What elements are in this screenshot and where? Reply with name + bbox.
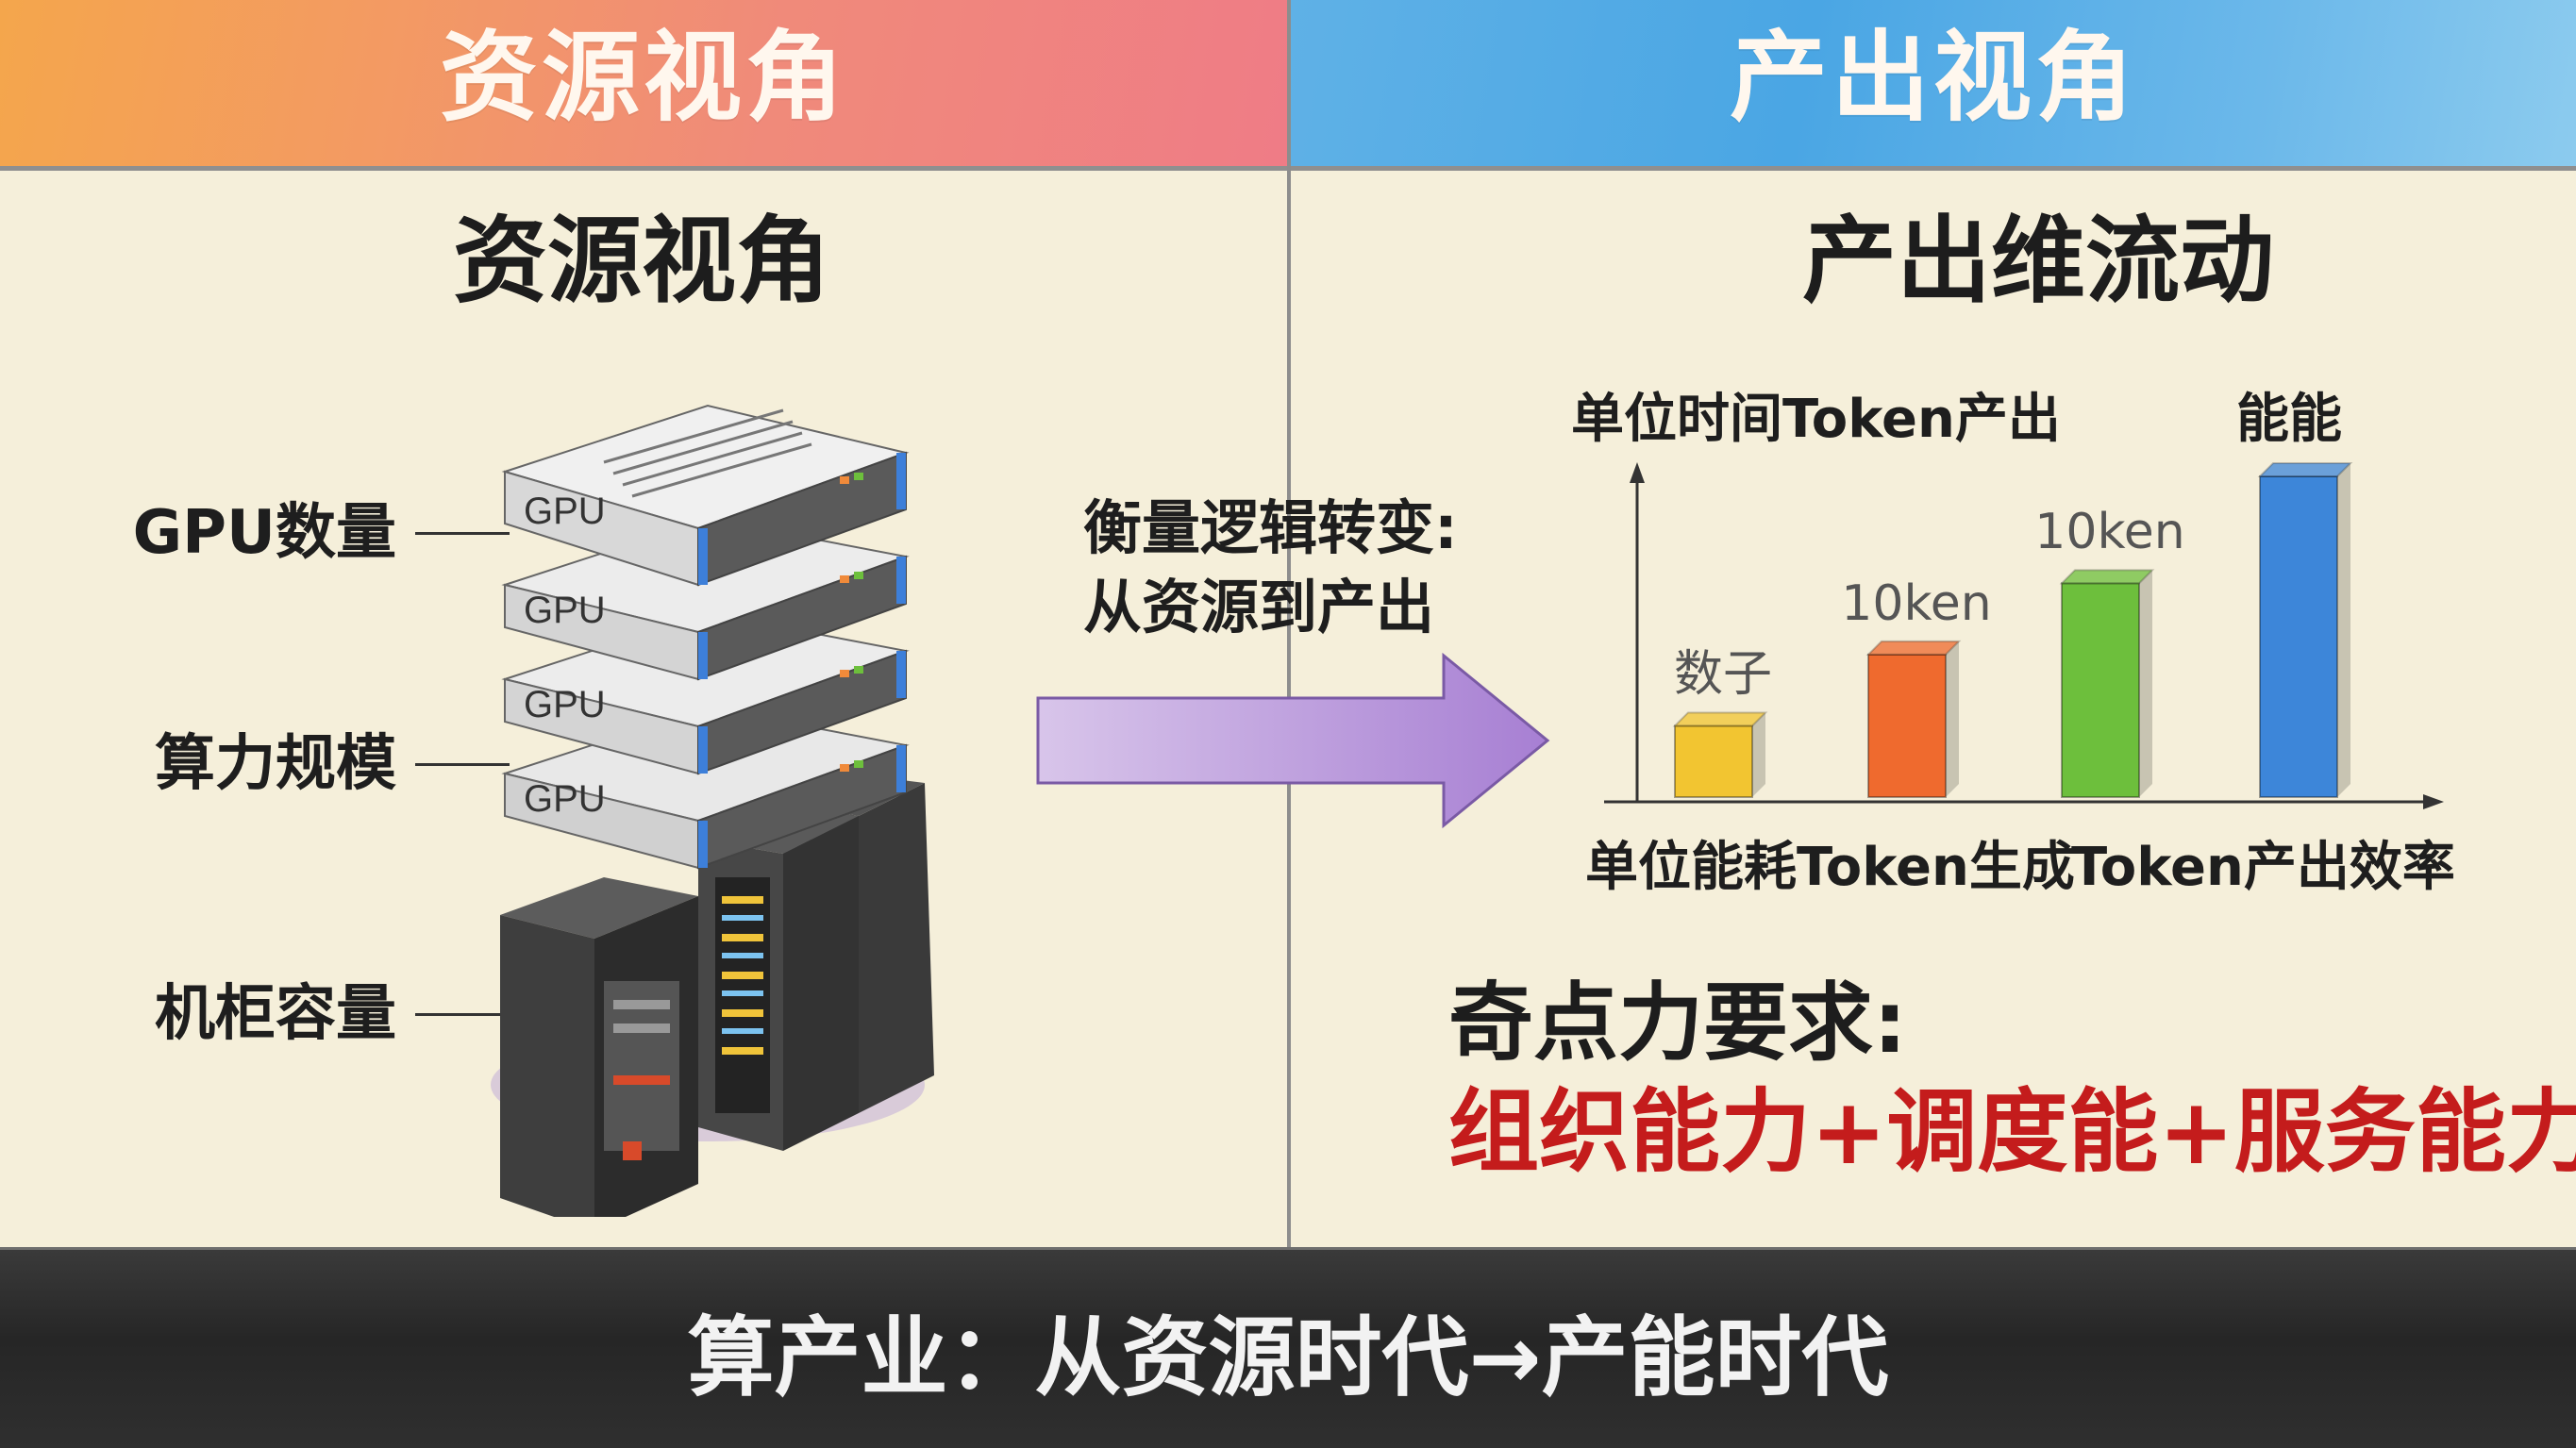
- bar-3: [2062, 570, 2152, 797]
- bar-4: [2260, 463, 2350, 797]
- server-stack-illustration: GPU GPU GPU GPU: [472, 330, 1000, 1217]
- right-header-title: 产出视角: [1291, 21, 2576, 134]
- gpu-unit-2-label: GPU: [524, 590, 606, 631]
- x-axis-label-left: 单位能耗Token生成: [1585, 835, 2066, 901]
- transition-arrow: [1029, 651, 1557, 830]
- label-compute-scale: 算力规模: [57, 726, 396, 802]
- bar-2: [1868, 641, 1959, 797]
- gpu-unit-4-label: GPU: [524, 778, 606, 820]
- shift-text-line1: 衡量逻辑转变:: [1083, 491, 1498, 566]
- left-header-title: 资源视角: [0, 21, 1287, 134]
- gpu-unit-3-label: GPU: [524, 684, 606, 725]
- label-gpu-count: GPU数量: [57, 495, 396, 571]
- x-axis-label-right: Token产出效率: [2071, 835, 2449, 901]
- requirement-title: 奇点力要求:: [1448, 972, 2298, 1075]
- footer-text: 算产业：从资源时代→产能时代: [0, 1302, 2576, 1415]
- x-axis-arrowhead: [2423, 794, 2444, 809]
- left-section-title: 资源视角: [264, 200, 1019, 323]
- bar-1-label: 数子: [1637, 646, 1809, 703]
- bar-3-label: 10ken: [2024, 504, 2196, 560]
- rack-cabinet-front: [500, 877, 698, 1217]
- bar-2-label: 10ken: [1831, 575, 2002, 632]
- bar-1: [1675, 712, 1765, 797]
- y-axis-arrowhead: [1630, 462, 1645, 483]
- right-section-title: 产出维流动: [1661, 200, 2416, 323]
- top-right-label: 能能: [2236, 387, 2387, 453]
- requirement-body: 组织能力+调度能+服务能力: [1448, 1075, 2534, 1189]
- label-rack-capacity: 机柜容量: [57, 976, 396, 1052]
- shift-text-line2: 从资源到产出: [1083, 570, 1498, 645]
- gpu-unit-1-label: GPU: [524, 491, 606, 532]
- y-axis-label: 单位时间Token产出: [1571, 387, 2062, 453]
